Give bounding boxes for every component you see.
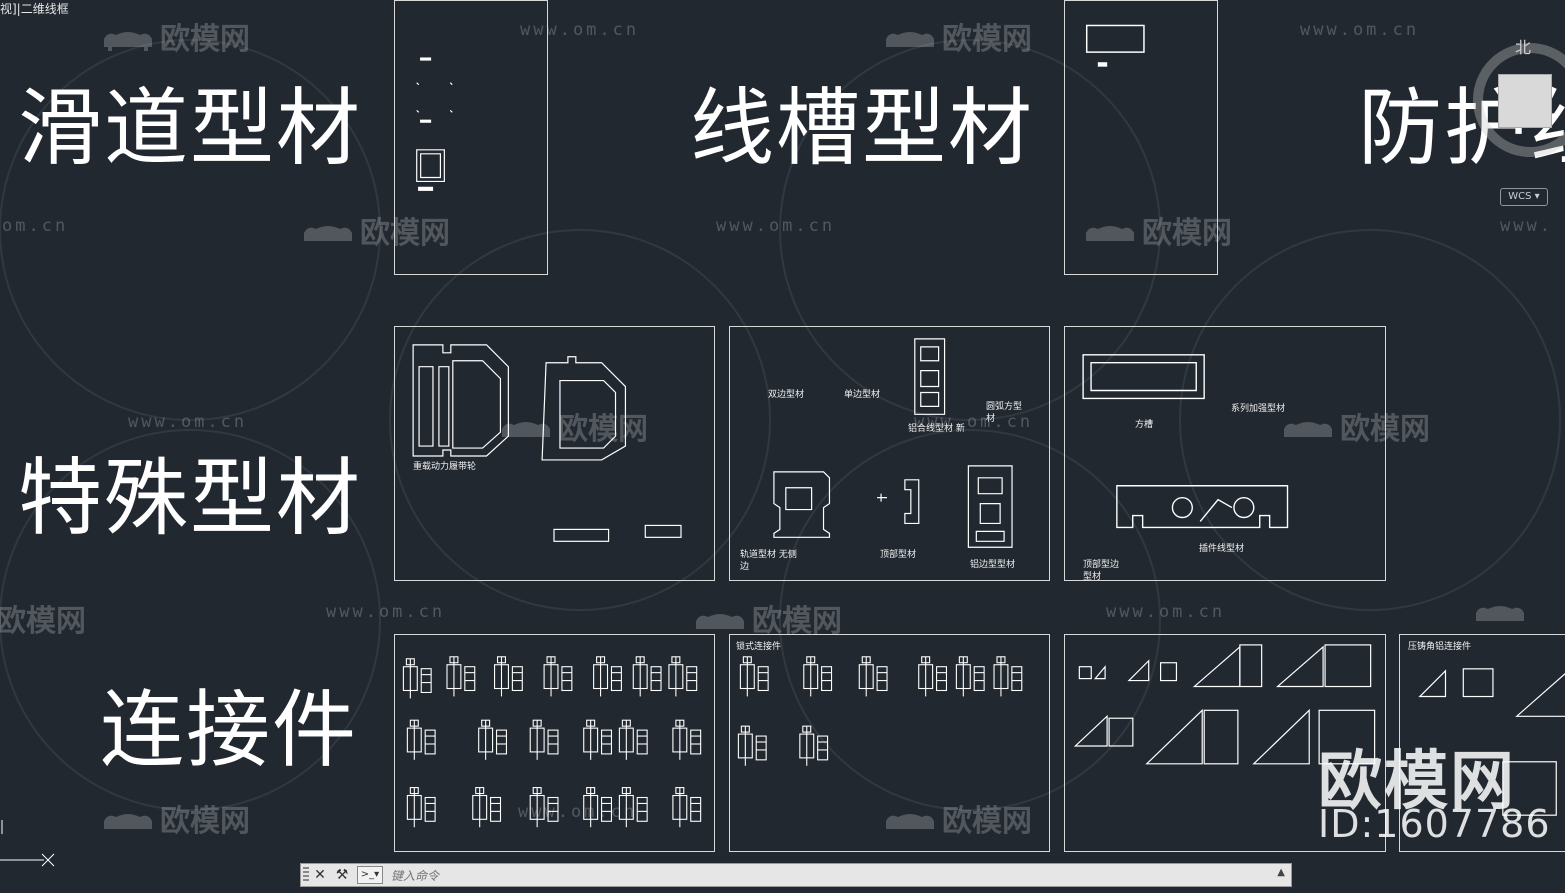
viewcube-face[interactable] bbox=[1498, 74, 1552, 128]
category-title-cable-trough: 线槽型材 bbox=[690, 79, 1035, 177]
profile-label: 方槽 bbox=[1135, 420, 1154, 430]
couch-icon bbox=[1086, 225, 1134, 241]
category-title-connector: 连接件 bbox=[100, 681, 359, 779]
watermark-url: www.om.cn bbox=[1106, 602, 1226, 622]
profile-label: 铝边型型材 bbox=[970, 560, 1016, 570]
drawing-frame-special-1[interactable]: 重载动力履带轮 bbox=[394, 326, 715, 581]
profile-label: 单边型材 bbox=[844, 390, 881, 400]
command-line[interactable]: ✕ ⚒ >_▾ ▲ bbox=[300, 863, 1292, 887]
drag-grip-icon[interactable] bbox=[303, 867, 309, 883]
profile-label: 顶部型边型材 bbox=[1083, 560, 1120, 582]
couch-icon bbox=[502, 421, 550, 437]
watermark-logo: 欧模网 bbox=[498, 404, 648, 448]
watermark-logo: 欧模网 bbox=[100, 14, 250, 58]
drawing-frame-guard[interactable] bbox=[1064, 0, 1218, 275]
profile-label: 顶部型材 bbox=[880, 550, 917, 560]
bracket-drawing bbox=[1073, 644, 1376, 765]
profile-label: 重载动力履带轮 bbox=[413, 462, 477, 472]
couch-icon bbox=[104, 813, 152, 829]
watermark-logo: 欧模网 bbox=[882, 14, 1032, 58]
profile-drawing bbox=[416, 57, 453, 191]
watermark-url: om.cn bbox=[2, 216, 69, 236]
watermark-id: ID:1607786 bbox=[1318, 802, 1551, 846]
prompt-icon[interactable]: >_▾ bbox=[357, 866, 383, 884]
drawing-frame-special-3[interactable]: 方槽 系列加强型材 顶部型边型材 插件线型材 bbox=[1064, 326, 1386, 582]
frame-title: 压铸角铝连接件 bbox=[1408, 642, 1472, 652]
couch-icon bbox=[104, 31, 152, 51]
watermark-logo bbox=[1472, 596, 1532, 631]
profile-drawing bbox=[412, 344, 682, 542]
bracket-drawing bbox=[1418, 668, 1565, 816]
drawing-frame-connector-2[interactable]: 锁式连接件 bbox=[729, 634, 1050, 852]
couch-icon bbox=[304, 225, 352, 241]
command-input[interactable] bbox=[389, 866, 1273, 886]
watermark-url: www.om.cn bbox=[518, 802, 638, 822]
watermark-url: www.om.cn bbox=[326, 602, 446, 622]
watermark-url: www.om.cn bbox=[1300, 20, 1420, 40]
category-title-special: 特殊型材 bbox=[18, 449, 363, 547]
watermark-logo: 欧模网 bbox=[692, 596, 842, 640]
wrench-icon[interactable]: ⚒ bbox=[335, 867, 349, 883]
drawing-frame-connector-1[interactable] bbox=[394, 634, 715, 852]
drawing-frame-connector-3[interactable] bbox=[1064, 634, 1386, 852]
connector-drawing bbox=[737, 656, 1023, 767]
watermark-logo: 欧模网 bbox=[100, 796, 250, 840]
watermark-url: www.om.cn bbox=[716, 216, 836, 236]
profile-label: 铝合线型材 新 bbox=[908, 424, 965, 434]
profile-label: 圆弧方型材 bbox=[986, 402, 1023, 424]
couch-icon bbox=[886, 31, 934, 47]
chevron-up-icon[interactable]: ▲ bbox=[1277, 867, 1285, 878]
close-icon[interactable]: ✕ bbox=[314, 867, 326, 883]
drawing-frame-connector-4[interactable]: 压铸角铝连接件 bbox=[1399, 634, 1565, 852]
watermark-brand: 欧模网 bbox=[1318, 745, 1516, 819]
profile-drawing bbox=[773, 338, 1013, 548]
viewport-label[interactable]: 视]|二维线框 bbox=[0, 2, 69, 16]
compass-north[interactable]: 北 bbox=[1515, 38, 1532, 57]
profile-drawing bbox=[1085, 24, 1145, 67]
watermark-url: www.om.cn bbox=[128, 412, 248, 432]
ucs-icon bbox=[0, 820, 55, 867]
watermark-url: www.om.cn bbox=[520, 20, 640, 40]
watermark-url: www. bbox=[1500, 216, 1553, 236]
couch-icon bbox=[886, 813, 934, 829]
watermark-logo: 欧模网 bbox=[882, 796, 1032, 840]
watermark-url: www.om.cn bbox=[914, 412, 1034, 432]
wcs-dropdown[interactable]: WCS ▾ bbox=[1500, 188, 1548, 206]
profile-label: 插件线型材 bbox=[1199, 544, 1245, 554]
category-title-slide-rail: 滑道型材 bbox=[18, 79, 363, 177]
connector-drawing bbox=[402, 656, 702, 828]
drawing-frame-slide-rail[interactable] bbox=[394, 0, 548, 275]
drawing-frame-special-2[interactable]: 双边型材 单边型材 铝合线型材 新 圆弧方型材 轨道型材 无侧边 顶部型材 铝边… bbox=[729, 326, 1050, 581]
profile-label: 轨道型材 无侧边 bbox=[740, 550, 797, 572]
watermark-logo: 欧模网 bbox=[0, 604, 86, 639]
profile-label: 双边型材 bbox=[768, 390, 805, 400]
viewcube-ring[interactable] bbox=[1470, 30, 1565, 210]
profile-drawing bbox=[1082, 354, 1289, 529]
profile-label: 系列加强型材 bbox=[1231, 404, 1286, 414]
couch-icon bbox=[696, 613, 744, 629]
couch-icon bbox=[1284, 421, 1332, 437]
couch-icon bbox=[1476, 605, 1524, 621]
frame-title: 锁式连接件 bbox=[736, 642, 782, 652]
watermark-logo: 欧模网 bbox=[300, 208, 450, 252]
